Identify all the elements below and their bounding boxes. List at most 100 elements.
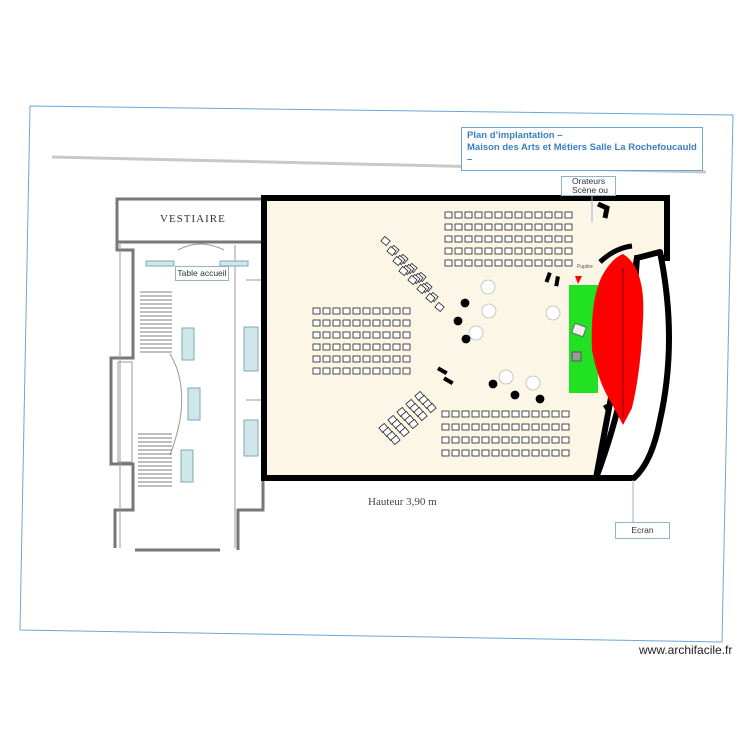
high-table: [460, 298, 470, 308]
high-table: [510, 390, 520, 400]
chair: [380, 235, 391, 247]
chair: [541, 449, 550, 457]
chair: [474, 259, 483, 267]
chair: [312, 367, 321, 375]
chair: [461, 410, 470, 418]
chair: [504, 259, 513, 267]
chair: [511, 410, 520, 418]
chair: [521, 436, 530, 444]
chair: [504, 211, 513, 219]
chair: [474, 211, 483, 219]
high-table: [535, 394, 545, 404]
chair: [561, 449, 570, 457]
chair: [392, 255, 403, 267]
chair: [511, 449, 520, 457]
chair: [464, 259, 473, 267]
chair: [494, 235, 503, 243]
lectern: [571, 322, 587, 338]
chair: [464, 223, 473, 231]
chair: [322, 307, 331, 315]
chair: [402, 307, 411, 315]
chair: [554, 235, 563, 243]
round-table: [468, 325, 484, 341]
stage-corner: [596, 201, 610, 219]
chair: [471, 449, 480, 457]
chair: [390, 434, 401, 446]
chair: [484, 223, 493, 231]
chair: [494, 247, 503, 255]
chair: [464, 247, 473, 255]
chair: [402, 355, 411, 363]
windows: [145, 260, 259, 483]
chair: [514, 211, 523, 219]
entrance-details: [117, 243, 262, 548]
chair: [484, 259, 493, 267]
chair: [524, 259, 533, 267]
orateurs-line-1: Orateurs: [572, 176, 606, 186]
chair: [534, 247, 543, 255]
chair: [531, 449, 540, 457]
chair: [441, 423, 450, 431]
pupitre-marker: [575, 276, 582, 284]
chair: [501, 410, 510, 418]
chair: [541, 410, 550, 418]
chair: [481, 423, 490, 431]
chair: [342, 331, 351, 339]
chair: [454, 235, 463, 243]
chair: [342, 319, 351, 327]
chair: [444, 259, 453, 267]
chair: [392, 319, 401, 327]
chair: [352, 307, 361, 315]
orateurs-line-2: Scène ou: [572, 185, 608, 195]
chair: [491, 423, 500, 431]
chair: [501, 423, 510, 431]
plan-title-box: Plan d’implantation – Maison des Arts et…: [461, 127, 703, 171]
chair: [531, 410, 540, 418]
chair: [561, 436, 570, 444]
chair: [402, 331, 411, 339]
pupitre-label: Pupitre: [577, 264, 593, 270]
chair: [382, 331, 391, 339]
chair: [408, 418, 419, 430]
chair: [426, 402, 437, 414]
chair: [464, 211, 473, 219]
chair: [386, 245, 397, 257]
chair: [531, 423, 540, 431]
chair: [444, 211, 453, 219]
chair: [392, 355, 401, 363]
chair: [382, 343, 391, 351]
table-accueil-label: Table accueil: [175, 266, 229, 281]
chair: [342, 355, 351, 363]
chair: [417, 410, 428, 422]
chair: [531, 436, 540, 444]
chair: [554, 223, 563, 231]
round-table: [545, 305, 561, 321]
chair: [524, 235, 533, 243]
chair: [534, 211, 543, 219]
step-marker: [603, 403, 612, 415]
round-table: [498, 369, 514, 385]
chair: [454, 259, 463, 267]
round-table: [480, 279, 496, 295]
chair: [564, 223, 573, 231]
chair: [554, 211, 563, 219]
chair: [342, 367, 351, 375]
chair: [561, 423, 570, 431]
chair: [504, 247, 513, 255]
high-table: [488, 379, 498, 389]
stage-screen-area: [591, 254, 644, 425]
chair: [521, 423, 530, 431]
chair: [352, 319, 361, 327]
chair: [511, 423, 520, 431]
chair: [372, 343, 381, 351]
chair: [521, 449, 530, 457]
chair: [352, 355, 361, 363]
step-marker: [554, 276, 560, 287]
chair: [392, 367, 401, 375]
chair: [521, 410, 530, 418]
round-table: [481, 303, 497, 319]
chair: [444, 223, 453, 231]
chair: [332, 307, 341, 315]
chair: [534, 259, 543, 267]
chair: [544, 223, 553, 231]
